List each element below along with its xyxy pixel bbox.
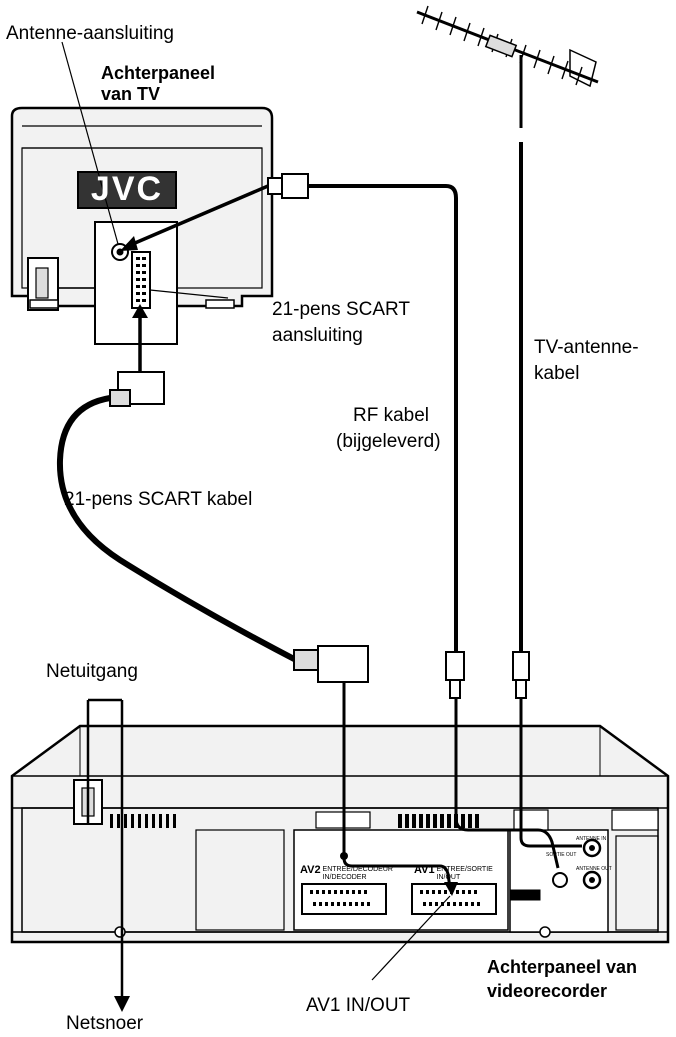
tv-rear-panel-label-line1: Achterpaneel — [101, 63, 216, 83]
vcr-rear-panel — [10, 724, 670, 944]
vcr-rear-panel-label-line1: Achterpaneel van — [487, 957, 638, 977]
av2-text-line2: IN/DECODER — [322, 874, 367, 881]
tv-antenna-cable-label-line2: kabel — [534, 363, 580, 384]
av1-text-line1: ENTREE/SORTIE — [436, 866, 493, 873]
tv-antenna-cable-label-line1: TV-antenne- — [534, 337, 639, 358]
scart-socket-label-line1: 21-pens SCART — [272, 299, 410, 320]
antenna-in-panel-label: ANTENNE IN — [576, 836, 607, 842]
av2-text-line1: ENTREE/DECODEUR — [322, 866, 393, 873]
tv-rear-panel-label-line2: van TV — [101, 84, 161, 104]
av2-prefix: AV2 — [300, 864, 321, 876]
tv-rear-panel — [10, 106, 274, 345]
rf-cable-label-line2: (bijgeleverd) — [336, 431, 441, 452]
scart-cable — [56, 304, 458, 896]
rf-cable — [120, 173, 560, 869]
antenna-out-panel-label: ANTENNE OUT — [576, 866, 612, 872]
power-cord-label: Netsnoer — [66, 1013, 144, 1034]
av1-panel-label: AV1 ENTREE/SORTIE IN/OUT — [414, 864, 493, 882]
scart-socket-label-line2: aansluiting — [272, 325, 363, 346]
power-cord — [86, 698, 130, 1012]
tv-antenna — [416, 5, 599, 128]
tv-logo: JVC — [90, 170, 164, 208]
tv-antenna-cable — [512, 142, 582, 848]
av1-text-line2: IN/OUT — [436, 874, 461, 881]
vcr-rear-panel-label-line2: videorecorder — [487, 981, 608, 1001]
antenna-socket-label: Antenne-aansluiting — [6, 23, 174, 44]
av1-prefix: AV1 — [414, 864, 435, 876]
rf-cable-label-line1: RF kabel — [353, 405, 430, 426]
av1-in-out-label: AV1 IN/OUT — [306, 995, 411, 1016]
av2-panel-label: AV2 ENTREE/DECODEUR IN/DECODER — [300, 864, 393, 882]
rf-out-panel-label: SORTIE OUT — [546, 852, 577, 858]
leader-lines — [61, 41, 451, 981]
power-outlet-label: Netuitgang — [46, 661, 138, 682]
scart-cable-label: 21-pens SCART kabel — [64, 489, 253, 510]
